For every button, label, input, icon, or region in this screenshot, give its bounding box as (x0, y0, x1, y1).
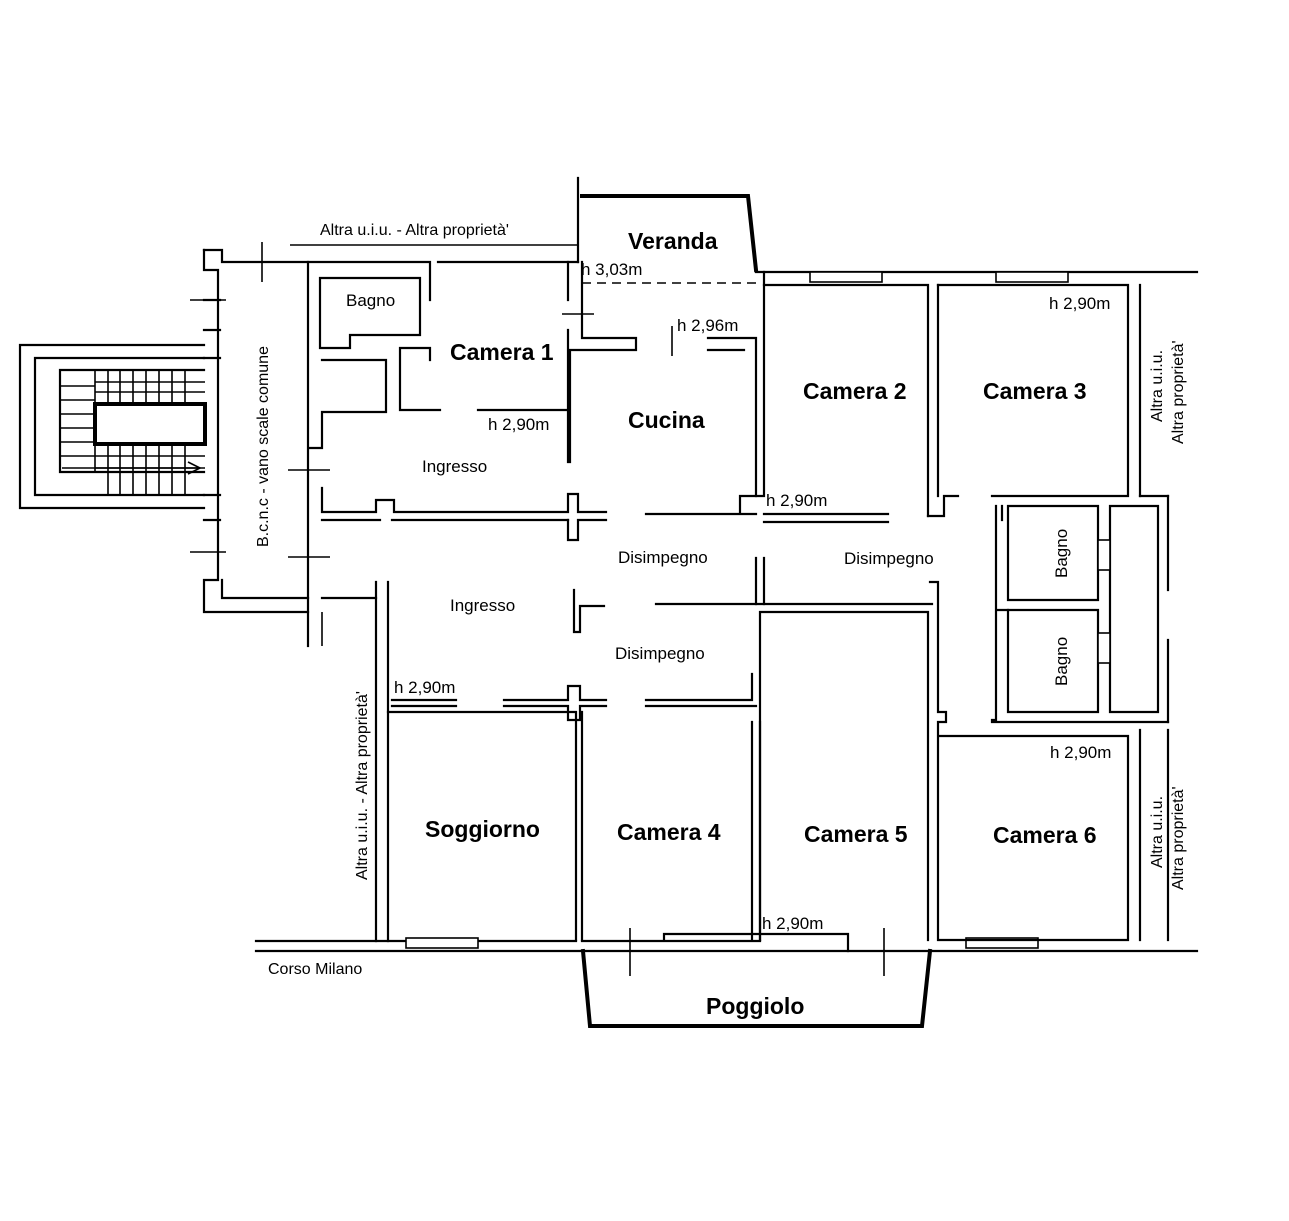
right-neighbor-lower-line1: Altra u.i.u. (1149, 796, 1166, 868)
soggiorno-label: Soggiorno (425, 816, 540, 842)
right-neighbor-lower-line2: Altra proprietà' (1170, 786, 1187, 890)
veranda-label: Veranda (628, 228, 718, 254)
height-camera1: h 2,90m (488, 415, 549, 434)
bagno-right-upper-label: Bagno (1052, 529, 1071, 578)
height-camera5: h 2,90m (762, 914, 823, 933)
interior-walls (306, 260, 1170, 953)
camera2-label: Camera 2 (803, 378, 907, 404)
height-veranda: h 3,03m (581, 260, 642, 279)
disimpegno-lower-label: Disimpegno (615, 644, 705, 663)
right-neighbor-upper-line2: Altra proprietà' (1170, 340, 1187, 444)
right-neighbor-upper-line1: Altra u.i.u. (1149, 350, 1166, 422)
ingresso-upper-label: Ingresso (422, 457, 487, 476)
street-label: Corso Milano (268, 961, 362, 978)
stairwell-label: B.c.n.c - vano scale comune (255, 346, 272, 547)
outer-walls (254, 176, 1199, 1028)
height-veranda-lower: h 2,96m (677, 316, 738, 335)
camera5-label: Camera 5 (804, 821, 908, 847)
stair-arrow-icon (62, 461, 202, 475)
left-neighbor-label: Altra u.i.u. - Altra proprietà' (354, 691, 371, 880)
height-camera3: h 2,90m (1049, 294, 1110, 313)
bagno-right-lower-label: Bagno (1052, 637, 1071, 686)
stairwell (18, 242, 330, 614)
top-neighbor-label: Altra u.i.u. - Altra proprietà' (320, 222, 509, 239)
camera6-label: Camera 6 (993, 822, 1097, 848)
camera1-label: Camera 1 (450, 339, 554, 365)
bagno-top-label: Bagno (346, 291, 395, 310)
disimpegno-right-label: Disimpegno (844, 549, 934, 568)
height-camera6: h 2,90m (1050, 743, 1111, 762)
disimpegno-center-label: Disimpegno (618, 548, 708, 567)
height-soggiorno: h 2,90m (394, 678, 455, 697)
stair-treads (60, 370, 205, 495)
poggiolo-label: Poggiolo (706, 993, 804, 1019)
cucina-label: Cucina (628, 407, 705, 433)
camera3-label: Camera 3 (983, 378, 1087, 404)
height-camera2: h 2,90m (766, 491, 827, 510)
camera4-label: Camera 4 (617, 819, 721, 845)
ingresso-lower-label: Ingresso (450, 596, 515, 615)
